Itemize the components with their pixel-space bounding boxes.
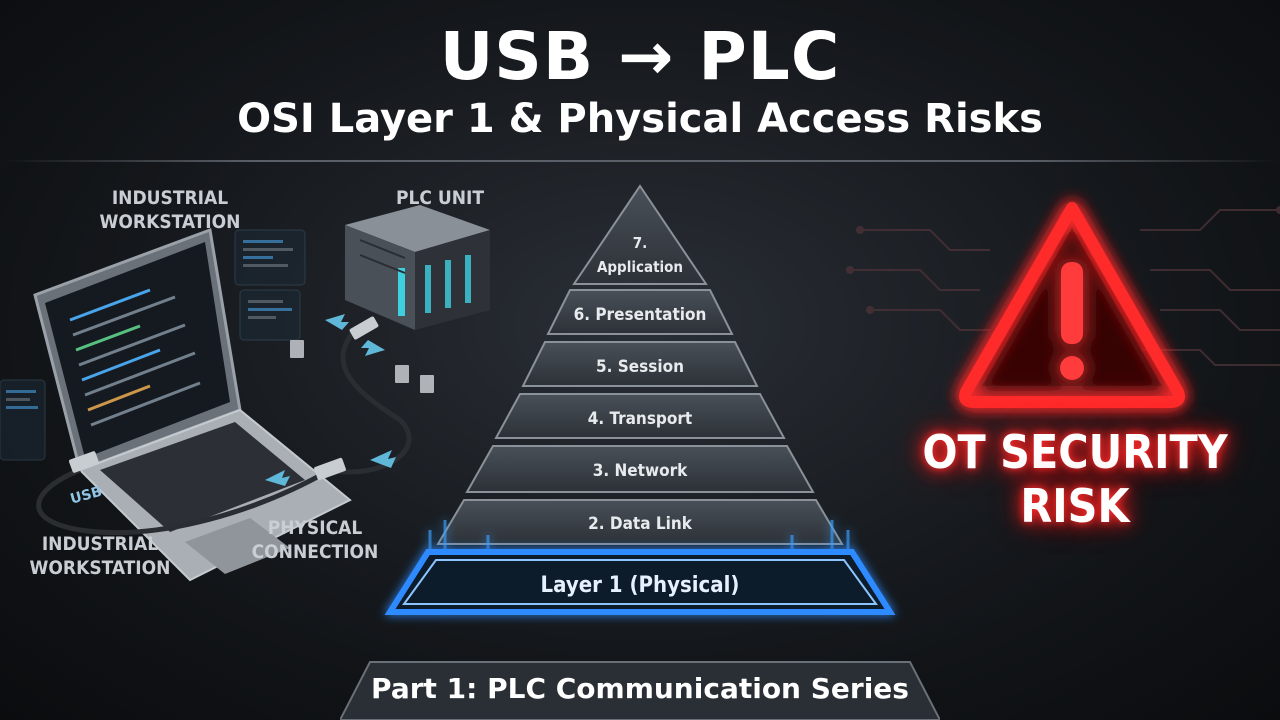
document-icon	[290, 340, 434, 393]
circuit-traces	[846, 206, 1280, 366]
svg-text:2. Data Link: 2. Data Link	[588, 514, 693, 534]
osi-pyramid: 7. Application 6. Presentation 5. Sessio…	[384, 184, 896, 615]
floating-code-panels	[0, 229, 306, 461]
svg-text:3. Network: 3. Network	[593, 461, 688, 481]
series-footer: Part 1: PLC Communication Series	[371, 672, 909, 705]
osi-layer-6: 6. Presentation	[546, 289, 734, 335]
label-physical-connection-line1: PHYSICAL	[267, 517, 363, 539]
header-divider	[0, 160, 1280, 162]
label-workstation-bottom-line1: INDUSTRIAL	[41, 533, 159, 555]
page-title: USB → PLC	[439, 18, 841, 95]
osi-layer-1: Layer 1 (Physical)	[384, 520, 896, 615]
svg-text:Layer 1 (Physical): Layer 1 (Physical)	[541, 573, 740, 598]
plc-unit	[345, 205, 490, 330]
page-subtitle: OSI Layer 1 & Physical Access Risks	[237, 96, 1043, 142]
warning-graphic	[846, 202, 1280, 408]
footer-banner	[340, 661, 940, 720]
warning-triangle-icon	[959, 202, 1185, 408]
osi-layer-2: 2. Data Link	[436, 499, 844, 545]
svg-text:7.: 7.	[633, 234, 648, 252]
label-workstation-bottom-line2: WORKSTATION	[29, 557, 171, 579]
data-flow-arrows	[265, 314, 396, 486]
usb-plug-icon	[69, 316, 379, 481]
label-industrial-workstation-top: INDUSTRIAL WORKSTATION	[99, 187, 241, 233]
workstation-plc-illustration: USB	[0, 205, 490, 582]
laptop	[33, 227, 352, 582]
usb-cables	[36, 328, 412, 535]
osi-layer-5: 5. Session	[521, 341, 759, 387]
osi-layer-3: 3. Network	[465, 445, 815, 493]
usb-tag: USB	[69, 484, 104, 508]
svg-text:6. Presentation: 6. Presentation	[574, 305, 707, 325]
label-plc-unit: PLC UNIT	[395, 187, 485, 209]
svg-text:4. Transport: 4. Transport	[588, 409, 693, 429]
osi-layer-4: 4. Transport	[494, 393, 786, 439]
osi-layer-7: 7. Application	[572, 184, 708, 285]
ot-security-risk-label: OT SECURITY RISK	[922, 425, 1228, 533]
label-physical-connection-line2: CONNECTION	[251, 541, 379, 563]
svg-text:5. Session: 5. Session	[596, 357, 684, 377]
svg-text:Application: Application	[597, 258, 683, 276]
